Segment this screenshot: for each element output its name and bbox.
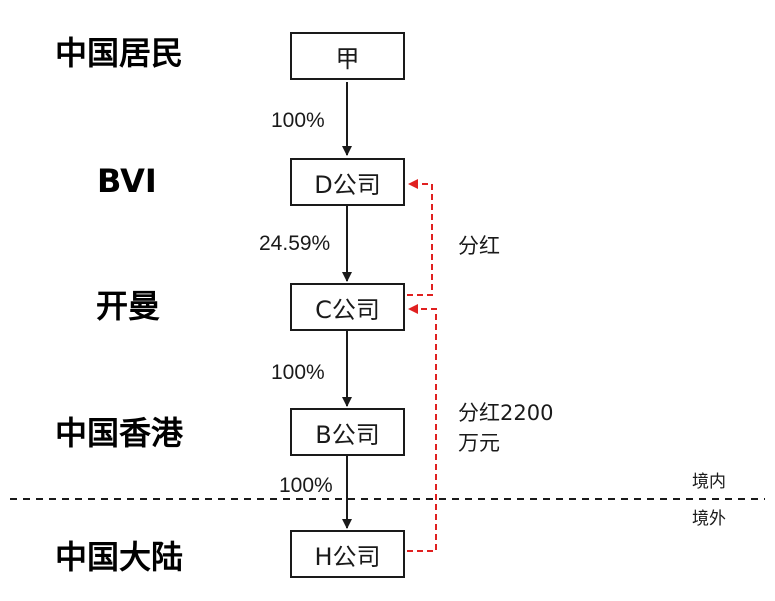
ownership-label-c-b: 100% (271, 361, 325, 384)
ownership-label-jia-d: 100% (271, 109, 325, 132)
dividend-arrow-h-c (407, 304, 437, 552)
entity-company-b: B公司 (290, 408, 405, 456)
dividend-label-h-c-line2: 万元 (458, 431, 500, 456)
entity-company-c: C公司 (290, 283, 405, 331)
ownership-label-b-h: 100% (279, 474, 333, 497)
jurisdiction-bvi: BVI (97, 162, 157, 200)
jurisdiction-cayman: 开曼 (96, 287, 161, 325)
jurisdiction-hong-kong: 中国香港 (55, 414, 184, 452)
dividend-label-h-c-line1: 分红2200 (458, 401, 554, 425)
jurisdiction-china-resident: 中国居民 (55, 34, 184, 72)
dividend-arrow-c-d (407, 179, 433, 296)
dividend-label-c-d: 分红 (458, 234, 500, 258)
ownership-label-d-c: 24.59% (259, 232, 331, 255)
entity-jia: 甲 (290, 32, 405, 80)
dividend-label-h-c: 分红2200 万元 (458, 398, 553, 459)
border-label-outside: 境外 (692, 509, 726, 529)
entity-company-h: H公司 (290, 530, 405, 578)
jurisdiction-mainland-china: 中国大陆 (55, 538, 184, 576)
entity-company-d: D公司 (290, 158, 405, 206)
border-label-inside: 境内 (692, 472, 726, 492)
